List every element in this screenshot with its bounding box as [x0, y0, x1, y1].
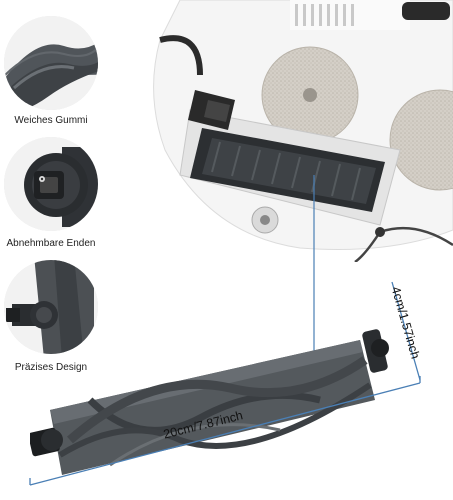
robot-underside-photo [153, 0, 453, 262]
callout-label: Weiches Gummi [14, 115, 88, 126]
soft-rubber-closeup-icon [4, 16, 98, 110]
roller-brush [30, 329, 389, 475]
callout-label: Abnehmbare Enden [6, 238, 96, 249]
removable-end-closeup-icon [4, 137, 98, 231]
callout-label: Präzises Design [14, 362, 88, 373]
precise-design-closeup-icon [4, 260, 98, 354]
